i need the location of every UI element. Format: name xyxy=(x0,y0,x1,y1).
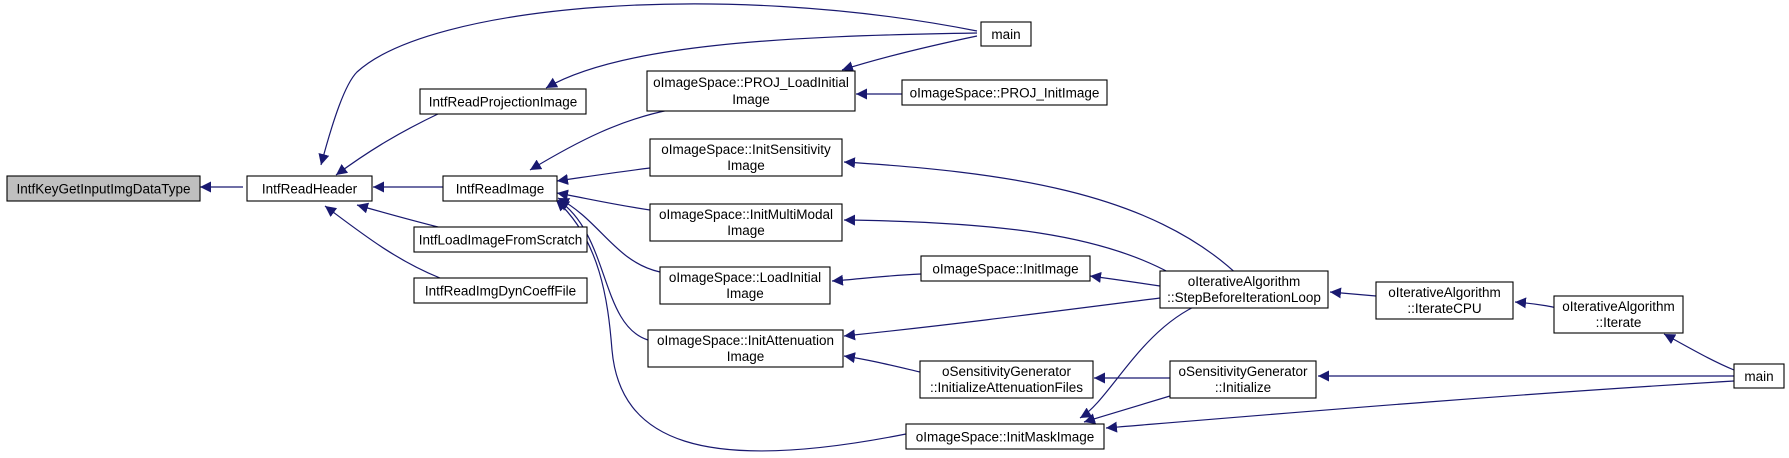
node-init-attenuation-image[interactable]: oImageSpace::InitAttenuation Image xyxy=(647,329,844,368)
node-label: IntfReadProjectionImage xyxy=(429,95,578,110)
node-label: oImageSpace::InitImage xyxy=(932,262,1078,277)
edge-stepbefore-to-initmulti xyxy=(843,214,1171,274)
nodes-layer: IntfKeyGetInputImgDataType IntfReadHeade… xyxy=(6,21,1785,450)
edge-initmulti-to-readimage xyxy=(556,189,651,211)
node-step-before-iteration-loop[interactable]: oIterativeAlgorithm ::StepBeforeIteratio… xyxy=(1159,270,1329,309)
node-iterate[interactable]: oIterativeAlgorithm ::Iterate xyxy=(1553,295,1684,334)
edge-initmask-to-readimage xyxy=(555,199,907,452)
node-init-image[interactable]: oImageSpace::InitImage xyxy=(920,255,1091,282)
edge-iteratecpu-to-stepbefore xyxy=(1329,287,1377,299)
node-intf-read-projection-image[interactable]: IntfReadProjectionImage xyxy=(419,88,587,115)
node-main-top[interactable]: main xyxy=(980,21,1032,47)
node-label-line1: oSensitivityGenerator xyxy=(1178,364,1308,379)
node-initialize-attenuation-files[interactable]: oSensitivityGenerator ::InitializeAttenu… xyxy=(919,360,1094,399)
node-label: IntfReadHeader xyxy=(262,182,358,197)
node-load-initial-image[interactable]: oImageSpace::LoadInitial Image xyxy=(659,266,831,305)
edge-stepbefore-to-initimage xyxy=(1089,272,1161,287)
node-label: IntfKeyGetInputImgDataType xyxy=(16,182,190,197)
node-intf-read-header[interactable]: IntfReadHeader xyxy=(246,175,373,202)
node-label-line2: ::InitializeAttenuationFiles xyxy=(930,380,1083,395)
node-proj-load-initial-image[interactable]: oImageSpace::PROJ_LoadInitial Image xyxy=(646,70,856,112)
edge-main2-to-initmask xyxy=(1105,380,1735,433)
node-label-line1: oIterativeAlgorithm xyxy=(1388,285,1501,300)
edge-iterate-to-iteratecpu xyxy=(1514,297,1556,309)
node-intf-load-image-from-scratch[interactable]: IntfLoadImageFromScratch xyxy=(413,226,588,253)
node-label: main xyxy=(1744,369,1773,384)
node-label: IntfReadImgDynCoeffFile xyxy=(425,284,576,299)
node-label-line1: oImageSpace::PROJ_LoadInitial xyxy=(653,75,849,90)
edge-loadinitial-to-readimage xyxy=(557,197,661,273)
node-label-line2: ::IterateCPU xyxy=(1407,301,1481,316)
edge-initimage-to-loadinitial xyxy=(831,273,922,286)
edge-readproj-to-readheader xyxy=(335,112,441,176)
node-label-line2: Image xyxy=(727,158,765,173)
edge-loadscratch-to-readheader xyxy=(356,202,443,229)
node-label-line1: oIterativeAlgorithm xyxy=(1188,274,1301,289)
edge-initsens-to-readimage xyxy=(556,167,651,185)
node-label: oImageSpace::PROJ_InitImage xyxy=(910,86,1100,101)
node-label-line1: oImageSpace::InitAttenuation xyxy=(657,333,834,348)
edge-main1-to-projload xyxy=(841,35,978,72)
node-label: main xyxy=(991,27,1020,42)
edge-stepbefore-to-initatten xyxy=(843,297,1161,341)
node-label-line2: Image xyxy=(732,92,770,107)
node-intf-key-get-input-img-data-type[interactable]: IntfKeyGetInputImgDataType xyxy=(6,175,201,202)
edge-sgeninit-to-initmask xyxy=(1083,395,1171,425)
node-label-line2: ::Iterate xyxy=(1596,315,1642,330)
node-label-line1: oIterativeAlgorithm xyxy=(1562,299,1675,314)
node-sensitivity-generator-initialize[interactable]: oSensitivityGenerator ::Initialize xyxy=(1169,360,1317,399)
node-label-line2: ::Initialize xyxy=(1215,380,1271,395)
node-iterate-cpu[interactable]: oIterativeAlgorithm ::IterateCPU xyxy=(1375,281,1514,320)
edge-stepbefore-to-initmask xyxy=(1079,303,1201,419)
edge-main1-to-readheader xyxy=(318,3,978,166)
edge-stepbefore-to-initsens xyxy=(843,157,1242,279)
node-label-line2: Image xyxy=(727,349,765,364)
edge-sgenatten-to-initatten xyxy=(843,352,921,373)
node-label: oImageSpace::InitMaskImage xyxy=(916,430,1095,445)
node-intf-read-img-dyn-coeff-file[interactable]: IntfReadImgDynCoeffFile xyxy=(413,277,588,304)
node-label: IntfReadImage xyxy=(456,182,545,197)
node-label-line2: ::StepBeforeIterationLoop xyxy=(1167,290,1321,305)
node-label-line1: oImageSpace::InitMultiModal xyxy=(659,207,833,222)
node-label-line1: oSensitivityGenerator xyxy=(942,364,1072,379)
node-label-line2: Image xyxy=(726,286,764,301)
node-init-multi-modal-image[interactable]: oImageSpace::InitMultiModal Image xyxy=(649,203,843,242)
node-init-sensitivity-image[interactable]: oImageSpace::InitSensitivity Image xyxy=(649,138,843,177)
node-intf-read-image[interactable]: IntfReadImage xyxy=(442,175,558,202)
node-init-mask-image[interactable]: oImageSpace::InitMaskImage xyxy=(905,423,1105,450)
edge-projload-to-readimage xyxy=(529,109,670,171)
edge-main2-to-iterate xyxy=(1663,333,1735,371)
edge-readdyn-to-readheader xyxy=(324,205,441,279)
node-proj-init-image[interactable]: oImageSpace::PROJ_InitImage xyxy=(901,79,1108,106)
node-label-line1: oImageSpace::LoadInitial xyxy=(669,270,821,285)
edge-initatten-to-readimage xyxy=(557,199,649,341)
edges-layer xyxy=(200,3,1735,452)
edge-main1-to-readproj xyxy=(545,32,978,89)
node-main-bottom[interactable]: main xyxy=(1733,363,1785,389)
node-label: IntfLoadImageFromScratch xyxy=(419,233,583,248)
node-label-line2: Image xyxy=(727,223,765,238)
node-label-line1: oImageSpace::InitSensitivity xyxy=(661,142,831,157)
